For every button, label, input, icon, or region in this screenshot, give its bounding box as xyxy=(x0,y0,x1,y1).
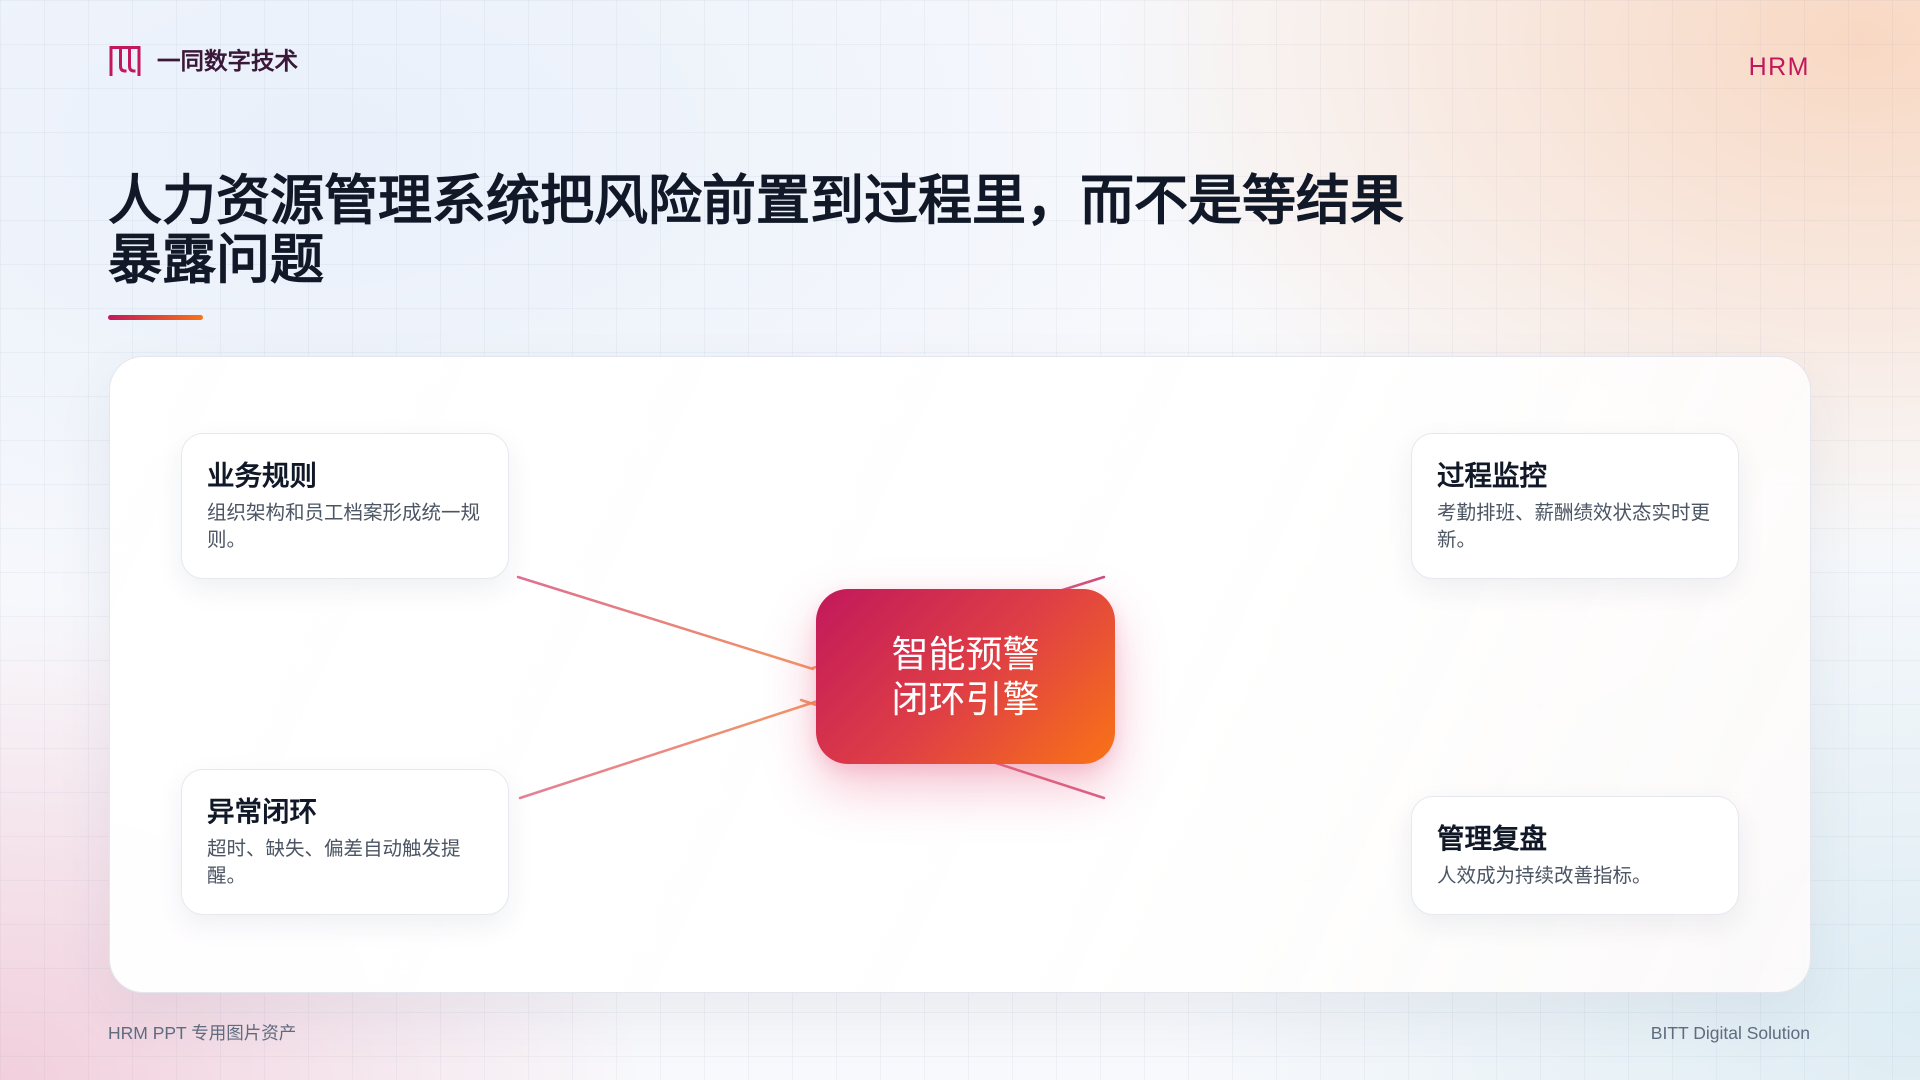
core-engine-label: 智能预警闭环引擎 xyxy=(891,633,1040,720)
core-engine-node: 智能预警闭环引擎 xyxy=(816,589,1115,764)
connector-line-exception xyxy=(518,698,823,800)
node-card-review: 管理复盘 人效成为持续改善指标。 xyxy=(1411,796,1739,915)
node-card-rules: 业务规则 组织架构和员工档案形成统一规则。 xyxy=(181,433,509,579)
node-description: 考勤排班、薪酬绩效状态实时更新。 xyxy=(1437,502,1711,551)
node-title: 业务规则 xyxy=(207,460,317,491)
node-description: 组织架构和员工档案形成统一规则。 xyxy=(207,502,481,551)
hrm-tag: HRM xyxy=(1748,53,1810,81)
brand-name: 一同数字技术 xyxy=(157,48,298,74)
node-description: 超时、缺失、偏差自动触发提醒。 xyxy=(207,838,461,887)
footer-left-text: HRM PPT 专用图片资产 xyxy=(108,1023,297,1043)
node-description: 人效成为持续改善指标。 xyxy=(1437,865,1652,887)
node-title: 管理复盘 xyxy=(1437,823,1547,854)
connector-line-rules xyxy=(516,575,815,671)
node-title: 异常闭环 xyxy=(207,796,317,827)
diagram-panel: 业务规则 组织架构和员工档案形成统一规则。 过程监控 考勤排班、薪酬绩效状态实时… xyxy=(109,356,1811,993)
footer-right-text: BITT Digital Solution xyxy=(1650,1023,1810,1043)
title-accent-bar xyxy=(108,315,203,320)
node-card-exception: 异常闭环 超时、缺失、偏差自动触发提醒。 xyxy=(181,769,509,915)
node-title: 过程监控 xyxy=(1437,460,1547,491)
logo-icon xyxy=(108,44,142,77)
node-card-monitoring: 过程监控 考勤排班、薪酬绩效状态实时更新。 xyxy=(1411,433,1739,579)
page-title: 人力资源管理系统把风险前置到过程里，而不是等结果暴露问题 xyxy=(108,171,1404,290)
